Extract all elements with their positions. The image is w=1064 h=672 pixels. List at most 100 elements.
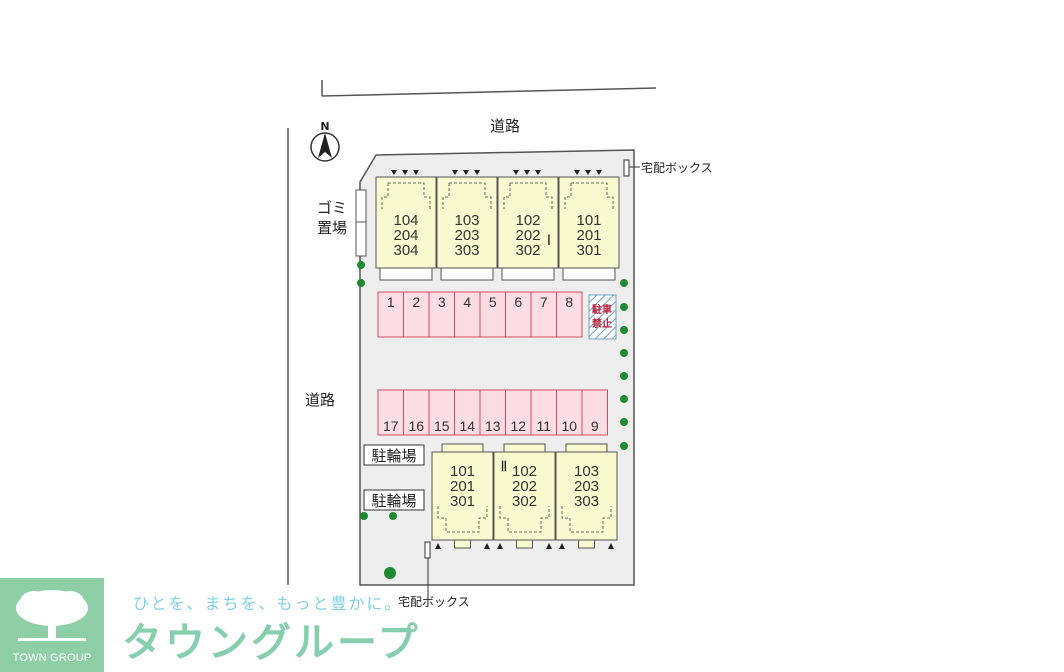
parking-space-box <box>403 291 430 338</box>
parking-space-box <box>377 291 404 338</box>
unit-number: 303 <box>574 493 599 510</box>
parking-space: 9 <box>581 389 608 436</box>
unit-outline <box>375 176 437 269</box>
unit-number: 103 <box>574 463 599 480</box>
unit-balcony <box>562 267 616 281</box>
entrance-arrow-icon <box>608 543 614 549</box>
delivery-box-top-label: 宅配ボックス <box>641 160 713 175</box>
unit-outline <box>497 176 559 269</box>
parking-row-bottom: 17 16 15 14 13 12 11 10 9 <box>377 389 608 436</box>
unit-number: 302 <box>515 242 540 259</box>
unit-interior-lines <box>564 182 614 209</box>
unit-number: 101 <box>576 212 601 229</box>
unit-entry <box>578 539 595 549</box>
parking-space-number: 2 <box>412 294 420 310</box>
parking-space: 10 <box>556 389 583 436</box>
parking-space-box <box>428 291 455 338</box>
parking-space-number: 12 <box>510 418 526 434</box>
entrance-arrow-icon <box>463 170 469 175</box>
parking-space-number: 17 <box>383 418 399 434</box>
unit-interior-lines <box>561 506 612 533</box>
unit-outline <box>555 451 618 541</box>
unit-interior-lines <box>437 506 488 533</box>
unit-outline <box>493 451 556 541</box>
parking-space-box <box>505 389 532 436</box>
road-label-left: 道路 <box>305 391 335 409</box>
parking-space: 11 <box>530 389 557 436</box>
entrance-arrow-icon <box>535 170 541 175</box>
unit-number: 201 <box>450 478 475 495</box>
parking-space-number: 16 <box>408 418 424 434</box>
unit-number: 104 <box>393 212 418 229</box>
unit-number: 103 <box>454 212 479 229</box>
unit-number: 203 <box>574 478 599 495</box>
parking-space: 17 <box>377 389 404 436</box>
delivery-box-bottom <box>424 541 431 559</box>
entrance-arrow-icon <box>524 170 530 175</box>
parking-space-box <box>530 291 557 338</box>
parking-space-number: 10 <box>561 418 577 434</box>
parking-space-number: 13 <box>485 418 501 434</box>
parking-space: 5 <box>479 291 506 338</box>
parking-space-number: 14 <box>459 418 475 434</box>
parking-space: 7 <box>530 291 557 338</box>
delivery-box-bottom-label: 宅配ボックス <box>398 594 470 609</box>
tree-icon <box>357 261 365 269</box>
parking-space-box <box>403 389 430 436</box>
tree-icon <box>620 372 628 380</box>
unit-number: 204 <box>393 227 418 244</box>
parking-space: 2 <box>403 291 430 338</box>
parking-space: 15 <box>428 389 455 436</box>
entrance-arrow-icon <box>413 170 419 175</box>
parking-space-number: 7 <box>540 294 548 310</box>
entrance-arrow-icon <box>391 170 397 175</box>
road-edge-line <box>321 87 657 97</box>
north-label: N <box>320 120 329 133</box>
tree-icon <box>620 326 628 334</box>
entrance-arrow-icon <box>596 170 602 175</box>
entrance-arrow-icon <box>559 543 565 549</box>
unit-interior-lines <box>503 182 553 209</box>
entrance-arrow-icon <box>546 543 552 549</box>
parking-space-box <box>581 389 608 436</box>
bicycle-parking-1-label: 駐輪場 <box>371 447 416 465</box>
entrance-arrow-icon <box>497 543 503 549</box>
parking-space-number: 3 <box>438 294 446 310</box>
entrance-arrow-icon <box>435 543 441 549</box>
parking-space-number: 5 <box>489 294 497 310</box>
road-label-top: 道路 <box>490 117 520 135</box>
parking-space-number: 8 <box>565 294 573 310</box>
parking-space-number: 15 <box>434 418 450 434</box>
brand-tagline: ひとを、まちを、もっと豊かに。 <box>133 594 403 613</box>
entrance-arrow-icon <box>474 170 480 175</box>
town-group-logo: TOWN GROUP <box>0 578 104 672</box>
unit-number: 101 <box>450 463 475 480</box>
parking-space: 16 <box>403 389 430 436</box>
unit-number: 102 <box>515 212 540 229</box>
parking-space-number: 11 <box>536 418 551 434</box>
parking-space-box <box>454 291 481 338</box>
parking-space-number: 9 <box>591 418 599 434</box>
unit-number: 202 <box>512 478 537 495</box>
tree-icon <box>620 395 628 403</box>
unit-number: 201 <box>576 227 601 244</box>
tree-icon <box>357 279 365 287</box>
garbage-label-line2: 置場 <box>317 219 347 237</box>
parking-space: 13 <box>479 389 506 436</box>
parking-space: 14 <box>454 389 481 436</box>
unit-entry <box>516 539 533 549</box>
entrance-arrow-icon <box>574 170 580 175</box>
building-1-label: Ⅰ <box>547 233 551 249</box>
unit-interior-lines <box>442 182 492 209</box>
unit-number: 102 <box>512 463 537 480</box>
unit-interior-lines <box>499 506 550 533</box>
tree-icon <box>389 512 397 520</box>
